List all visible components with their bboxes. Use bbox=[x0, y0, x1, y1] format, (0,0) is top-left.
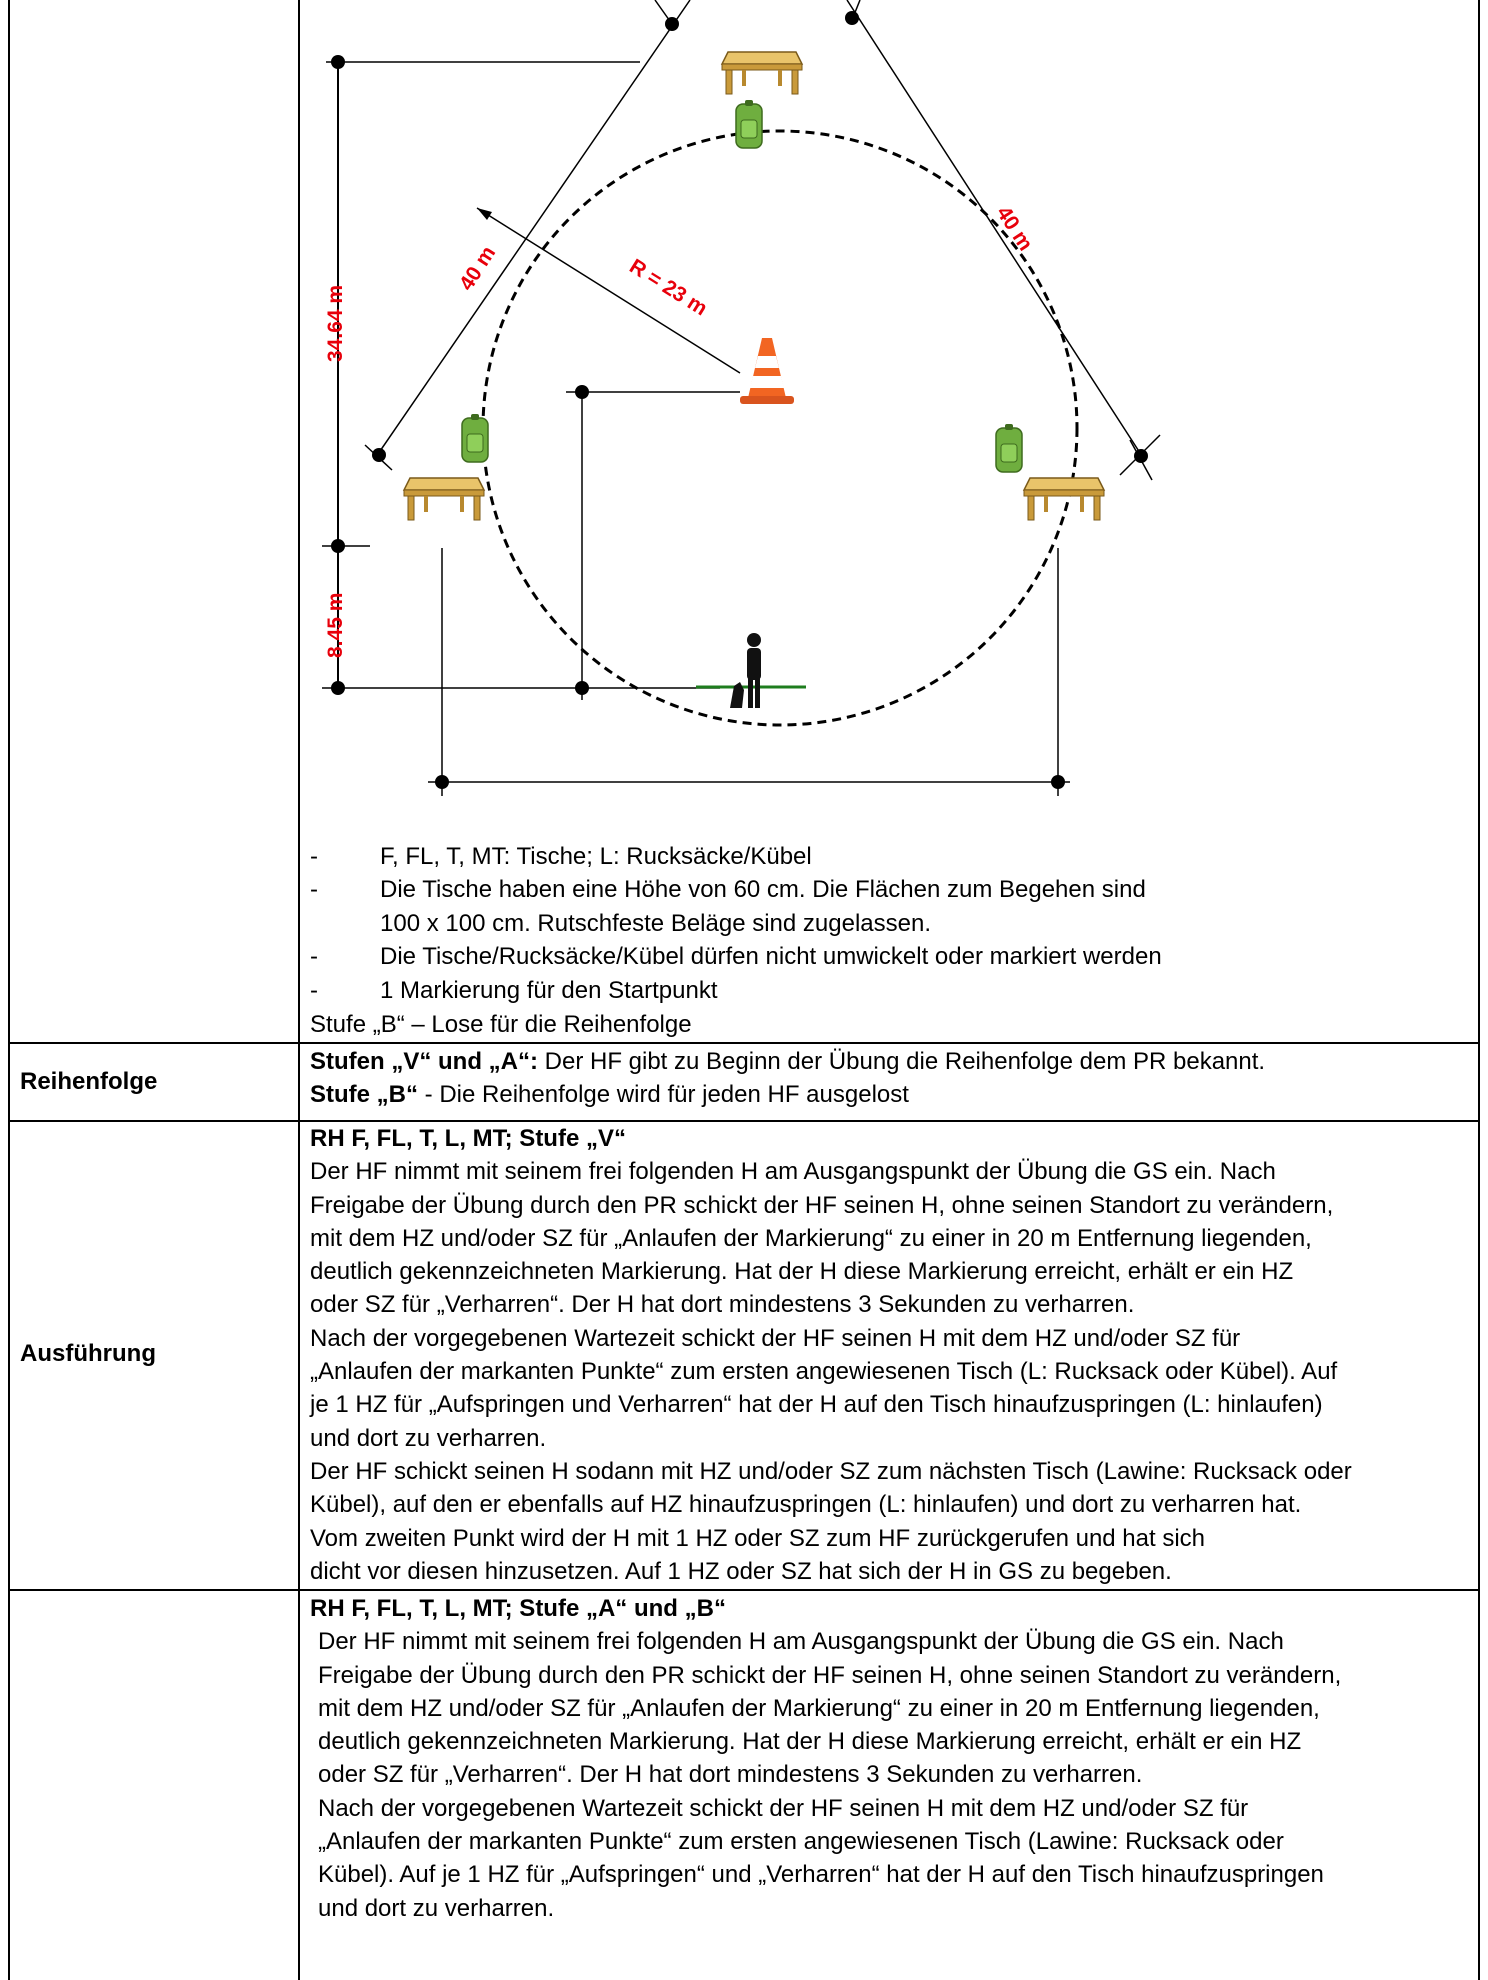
reihenfolge-text: Stufen „V“ und „A“: Der HF gibt zu Begin… bbox=[310, 1048, 1266, 1109]
height-label: 34.64 m bbox=[324, 285, 347, 362]
table-border-left bbox=[8, 0, 10, 1980]
lots-note: Stufe „B“ – Lose für die Reihenfolge bbox=[310, 1011, 692, 1038]
table-icon bbox=[402, 477, 486, 521]
backpack-icon bbox=[735, 100, 763, 149]
radius-label: R = 23 m bbox=[625, 255, 711, 321]
ausfuehrung-label: Ausführung bbox=[20, 1340, 156, 1367]
table-icon bbox=[1022, 477, 1106, 521]
backpack-icon bbox=[995, 424, 1023, 473]
vertex-top-right bbox=[845, 11, 859, 25]
course-circle bbox=[481, 129, 1079, 727]
course-diagram: R = 23 m 40 m 40 m 34.64 m 8.45 m bbox=[322, 0, 1161, 796]
triangle-side-left bbox=[377, 0, 691, 455]
vertex-right bbox=[1134, 449, 1148, 463]
row-divider-2 bbox=[8, 1120, 1480, 1122]
radius-line bbox=[476, 207, 741, 374]
row-divider-3 bbox=[8, 1589, 1480, 1591]
offset-label: 8.45 m bbox=[324, 593, 347, 658]
ausfuehrung-text: RH F, FL, T, L, MT; Stufe „V“ Der HF nim… bbox=[310, 1125, 1352, 1585]
reihenfolge-label: Reihenfolge bbox=[20, 1068, 158, 1095]
handler-with-dog-icon bbox=[730, 633, 761, 708]
traffic-cone-icon bbox=[740, 338, 794, 404]
row-divider-1 bbox=[8, 1042, 1480, 1044]
triangle-side-right bbox=[846, 0, 1143, 457]
vertex-top-left bbox=[665, 17, 679, 31]
side-right-label: 40 m bbox=[992, 202, 1037, 255]
table-column-divider bbox=[298, 0, 300, 1980]
vertex-left bbox=[372, 448, 386, 462]
ausfuehrung-ab-text: RH F, FL, T, L, MT; Stufe „A“ und „B“ De… bbox=[310, 1595, 1342, 1922]
table-icon bbox=[720, 51, 804, 95]
table-border-right bbox=[1478, 0, 1480, 1980]
backpack-icon bbox=[461, 414, 489, 463]
